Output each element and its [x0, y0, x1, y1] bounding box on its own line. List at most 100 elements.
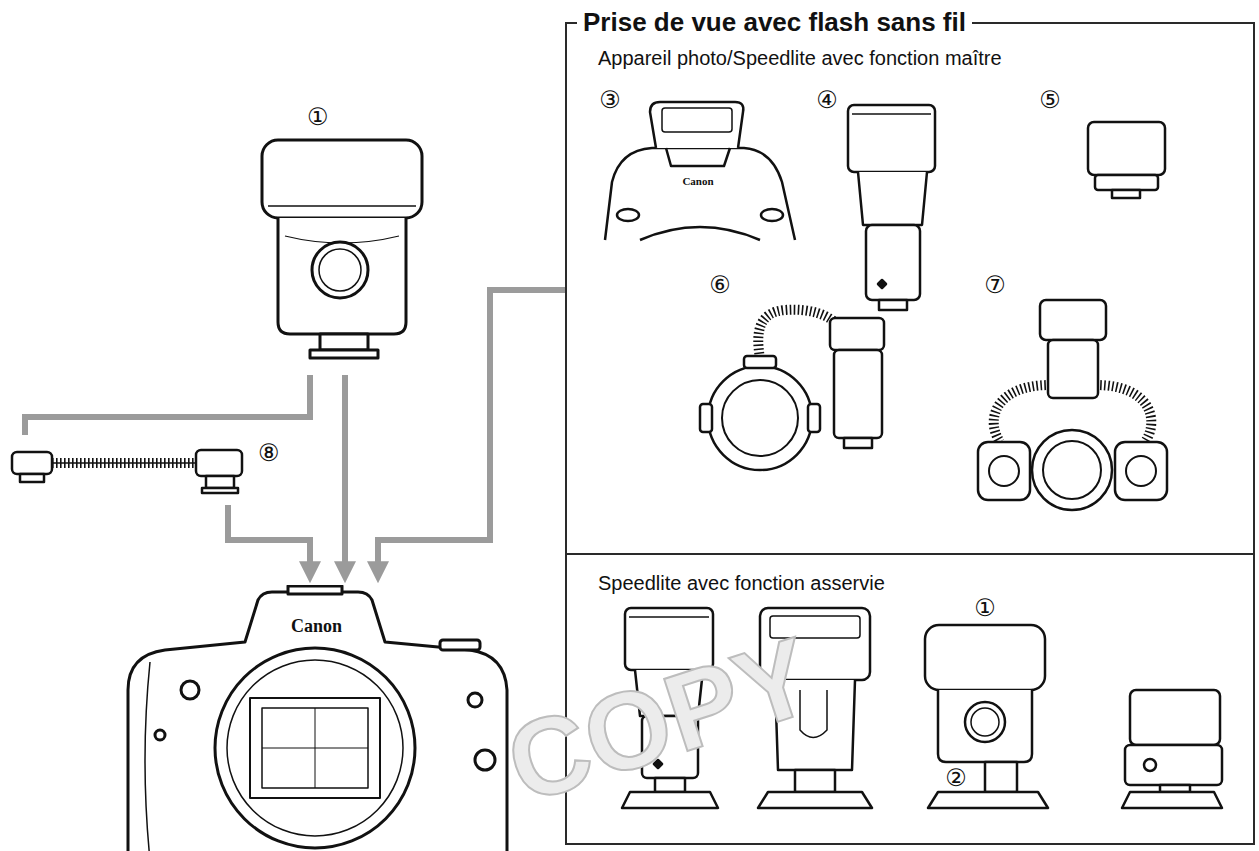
twin-lite [978, 442, 1030, 500]
camera-drawing [288, 586, 342, 594]
callout-number: ① [974, 595, 996, 621]
ring-lite [844, 438, 872, 448]
off-camera-cord: ⑧ [5, 435, 305, 505]
twin-lite [1032, 430, 1112, 510]
twin-lite [989, 456, 1019, 486]
ring-lite [830, 318, 884, 350]
label-anchor: ⑥ [709, 272, 731, 298]
speedlite-slave [655, 778, 685, 792]
master-section: Appareil photo/Speedlite avec fonction m… [567, 24, 1253, 555]
speedlite-slave [965, 702, 1005, 742]
camera-drawing [440, 640, 480, 650]
speedlite-slave [1122, 690, 1222, 808]
cord-drawing [12, 450, 242, 493]
flash-drawing [319, 249, 361, 291]
twin-lite [1126, 456, 1156, 486]
twin-lite [1096, 385, 1151, 442]
label-anchor: Canon [682, 175, 713, 188]
label-anchor: ④ [816, 87, 838, 113]
camera-drawing [315, 708, 316, 788]
speedlite-slave [629, 616, 709, 618]
flash-drawing [278, 218, 406, 334]
ring-lite [758, 310, 838, 358]
transmitter [1088, 122, 1165, 175]
speedlite-master [878, 280, 886, 288]
camera-drawing [468, 693, 482, 707]
flash-drawing [312, 242, 368, 298]
cord-drawing [20, 474, 44, 482]
camera-builtin-flash [605, 148, 795, 240]
callout-number: ⑤ [1039, 87, 1061, 113]
cord-drawing [52, 462, 196, 464]
cord-drawing [196, 450, 242, 476]
label-anchor: ① [974, 595, 996, 621]
connector-arrow [25, 375, 310, 435]
twin-lite [978, 300, 1167, 510]
speedlite-master [858, 172, 927, 225]
transmitter [1112, 190, 1140, 198]
label-anchor: ③ [599, 87, 621, 113]
callout-number: ③ [599, 87, 621, 113]
callout-number: ⑧ [258, 440, 280, 466]
callout-number: ⑥ [709, 272, 731, 298]
camera-drawing [145, 662, 150, 851]
connector-arrow [378, 290, 565, 570]
flash-drawing [310, 350, 378, 358]
label-anchor: ② [945, 765, 967, 791]
ring-lite [808, 404, 820, 432]
cord-drawing [202, 488, 238, 493]
section-heading: Speedlite avec fonction asservie [598, 571, 885, 595]
cord-drawing [12, 452, 52, 474]
speedlite-slave [1144, 759, 1156, 771]
ring-lite [744, 356, 776, 368]
section-heading: Appareil photo/Speedlite avec fonction m… [598, 46, 1002, 70]
speedlite-slave [1122, 792, 1222, 808]
camera-drawing [181, 681, 199, 699]
speedlite-slave [925, 625, 1048, 808]
speedlite-slave [985, 762, 1017, 792]
twin-lite [1048, 340, 1098, 398]
cord-drawing [206, 476, 234, 488]
ring-lite [834, 350, 882, 438]
camera-builtin-flash [650, 102, 743, 148]
speedlite-slave [1125, 745, 1222, 785]
twin-lite [994, 385, 1050, 442]
label-anchor: ⑦ [984, 272, 1006, 298]
twin-lite [1040, 300, 1106, 340]
speedlite-slave [928, 792, 1048, 808]
camera-builtin-flash [666, 148, 730, 166]
speedlite-master [848, 105, 935, 172]
label-anchor: COPY [495, 620, 825, 821]
speedlite-slave [758, 792, 872, 808]
camera-builtin-flash [662, 108, 732, 132]
speedlite-master [879, 300, 907, 310]
callout-number: ⑦ [984, 272, 1006, 298]
camera-builtin-flash [617, 209, 639, 221]
brand-logo: Canon [115, 615, 518, 637]
speedlite-slave [971, 708, 999, 736]
cord-drawing [52, 458, 196, 468]
speedlite-slave [1130, 690, 1220, 745]
callout-number: ② [945, 765, 967, 791]
camera-builtin-flash [605, 102, 795, 240]
speedlite-slave [622, 792, 718, 808]
camera-drawing [227, 660, 403, 836]
camera-drawing [155, 730, 165, 740]
ring-lite [722, 380, 798, 456]
ring-lite [700, 404, 712, 432]
flash-drawing [262, 140, 422, 218]
speedlite-slave [795, 770, 835, 792]
camera-drawing [215, 648, 415, 848]
flash-drawing [262, 140, 422, 358]
transmitter [1095, 175, 1158, 190]
ring-lite [700, 310, 884, 470]
master-devices [605, 102, 1167, 510]
speedlite-master [848, 105, 935, 310]
speedlite-master [866, 225, 920, 300]
transmitter [1088, 122, 1165, 198]
connector-arrow [342, 375, 348, 570]
label-anchor: ⑤ [1039, 87, 1061, 113]
panel-heading: Prise de vue avec flash sans fil [577, 7, 972, 38]
speedlite-slave [938, 690, 1032, 762]
